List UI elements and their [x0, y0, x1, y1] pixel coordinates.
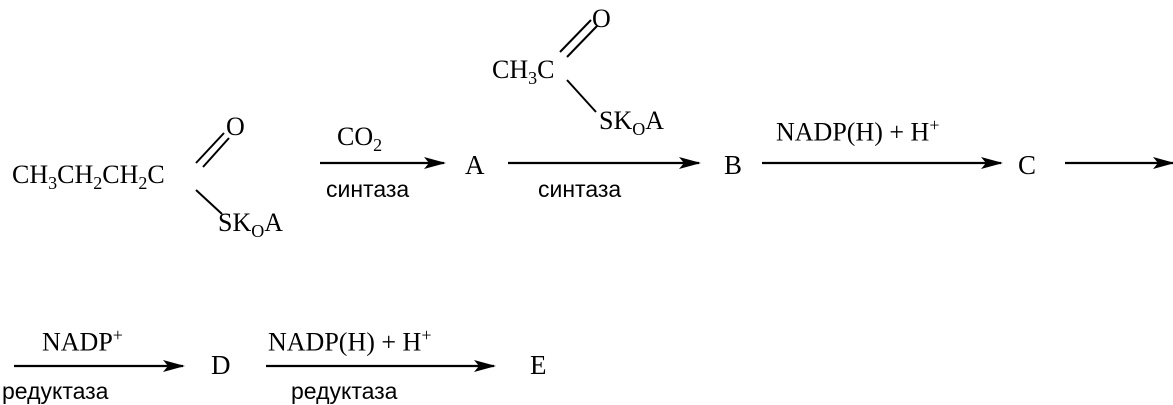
step6-reagent: NADP(H) + H+	[268, 325, 432, 357]
product-b: B	[724, 150, 743, 180]
reagent-co-bond-1	[559, 19, 592, 53]
reactant-co-bond-1	[195, 132, 225, 164]
product-d: D	[211, 350, 231, 380]
step5-reagent: NADP+	[42, 325, 123, 357]
reactant-cs-bond	[195, 189, 223, 215]
step2-enzyme: синтаза	[538, 176, 622, 202]
reagent2-formula: CH3C	[492, 55, 555, 89]
step1-enzyme: синтаза	[326, 176, 410, 202]
step5-enzyme: редуктаза	[2, 378, 109, 404]
reactant-co-bond-2	[202, 137, 230, 168]
reactant-oxygen: O	[226, 112, 245, 141]
reagent2-thioester: SKOA	[599, 106, 665, 140]
reagent-cs-bond	[566, 79, 597, 113]
product-e: E	[530, 350, 547, 380]
step3-reagent: NADP(H) + H+	[776, 115, 940, 147]
product-a: A	[465, 150, 485, 180]
reactant-formula: CH3CH2CH2C	[12, 160, 165, 194]
reagent2-oxygen: O	[592, 4, 611, 33]
reagent-co-bond-2	[566, 25, 598, 58]
step1-reagent: CO2	[337, 122, 383, 156]
product-c: C	[1018, 150, 1037, 180]
step6-enzyme: редуктаза	[291, 378, 398, 404]
reactant-thioester: SKOA	[218, 208, 284, 242]
